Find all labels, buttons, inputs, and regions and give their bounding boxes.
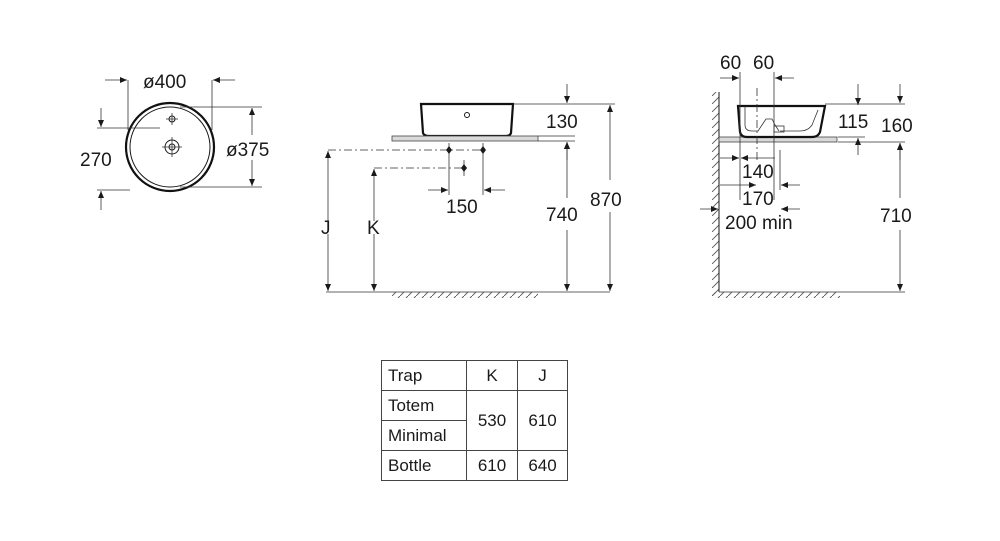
trap-minimal: Minimal — [381, 420, 467, 451]
dim-200-min: 200 min — [725, 213, 793, 234]
floor-hatch-side — [712, 292, 840, 298]
dim-150: 150 — [446, 197, 478, 218]
side-view: 60 60 115 160 140 170 200 min 710 — [700, 53, 913, 298]
table-row: Minimal — [381, 420, 568, 451]
dim-740: 740 — [546, 205, 578, 226]
dim-270: 270 — [80, 150, 112, 171]
dim-710: 710 — [880, 206, 912, 227]
trap-bottle: Bottle — [381, 450, 467, 481]
trap-table: Trap K J Totem 530 610 Minimal Bottle 61… — [381, 360, 568, 481]
table-row: Totem 530 610 — [381, 390, 568, 451]
dim-170: 170 — [742, 189, 774, 210]
dim-dia-375: ø375 — [226, 140, 269, 161]
trap-totem: Totem — [381, 390, 467, 421]
dim-115: 115 — [838, 112, 868, 133]
bottle-j: 640 — [517, 450, 568, 481]
table-header-row: Trap K J — [381, 360, 568, 391]
basin-side-profile — [736, 104, 827, 139]
dim-130: 130 — [546, 112, 578, 133]
dim-60-b: 60 — [753, 53, 774, 74]
dim-60-a: 60 — [720, 53, 741, 74]
floor-hatch — [392, 292, 538, 298]
header-trap: Trap — [381, 360, 467, 391]
table-row: Bottle 610 640 — [381, 450, 568, 481]
totem-minimal-k: 530 — [466, 390, 518, 451]
dim-j: J — [321, 218, 331, 239]
top-view: ø400 ø375 270 — [80, 72, 269, 210]
wall-hatch — [712, 92, 719, 297]
dim-870: 870 — [590, 190, 622, 211]
header-k: K — [466, 360, 518, 391]
totem-minimal-j: 610 — [517, 390, 568, 451]
dim-140: 140 — [742, 162, 774, 183]
front-view: 150 J K 130 740 870 — [321, 84, 622, 298]
countertop — [391, 135, 539, 142]
basin-front-profile — [419, 102, 515, 138]
bottle-k: 610 — [466, 450, 518, 481]
dim-k: K — [367, 218, 380, 239]
basin-outer-circle — [124, 101, 216, 193]
dim-dia-400: ø400 — [143, 72, 186, 93]
dim-160: 160 — [881, 116, 913, 137]
basin-inner-circle — [129, 106, 211, 188]
header-j: J — [517, 360, 568, 391]
